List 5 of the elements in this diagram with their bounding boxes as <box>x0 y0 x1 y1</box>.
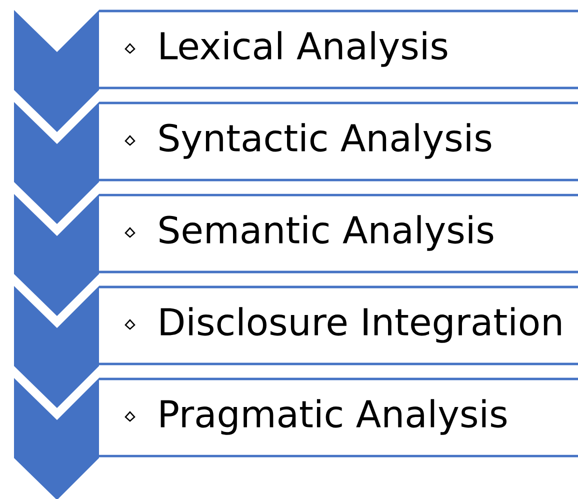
process-box: Syntactic Analysis <box>99 102 578 182</box>
process-box: Semantic Analysis <box>99 194 578 274</box>
process-box: Lexical Analysis <box>99 10 578 90</box>
process-box: Pragmatic Analysis <box>99 378 578 458</box>
process-box: Disclosure Integration <box>99 286 578 366</box>
